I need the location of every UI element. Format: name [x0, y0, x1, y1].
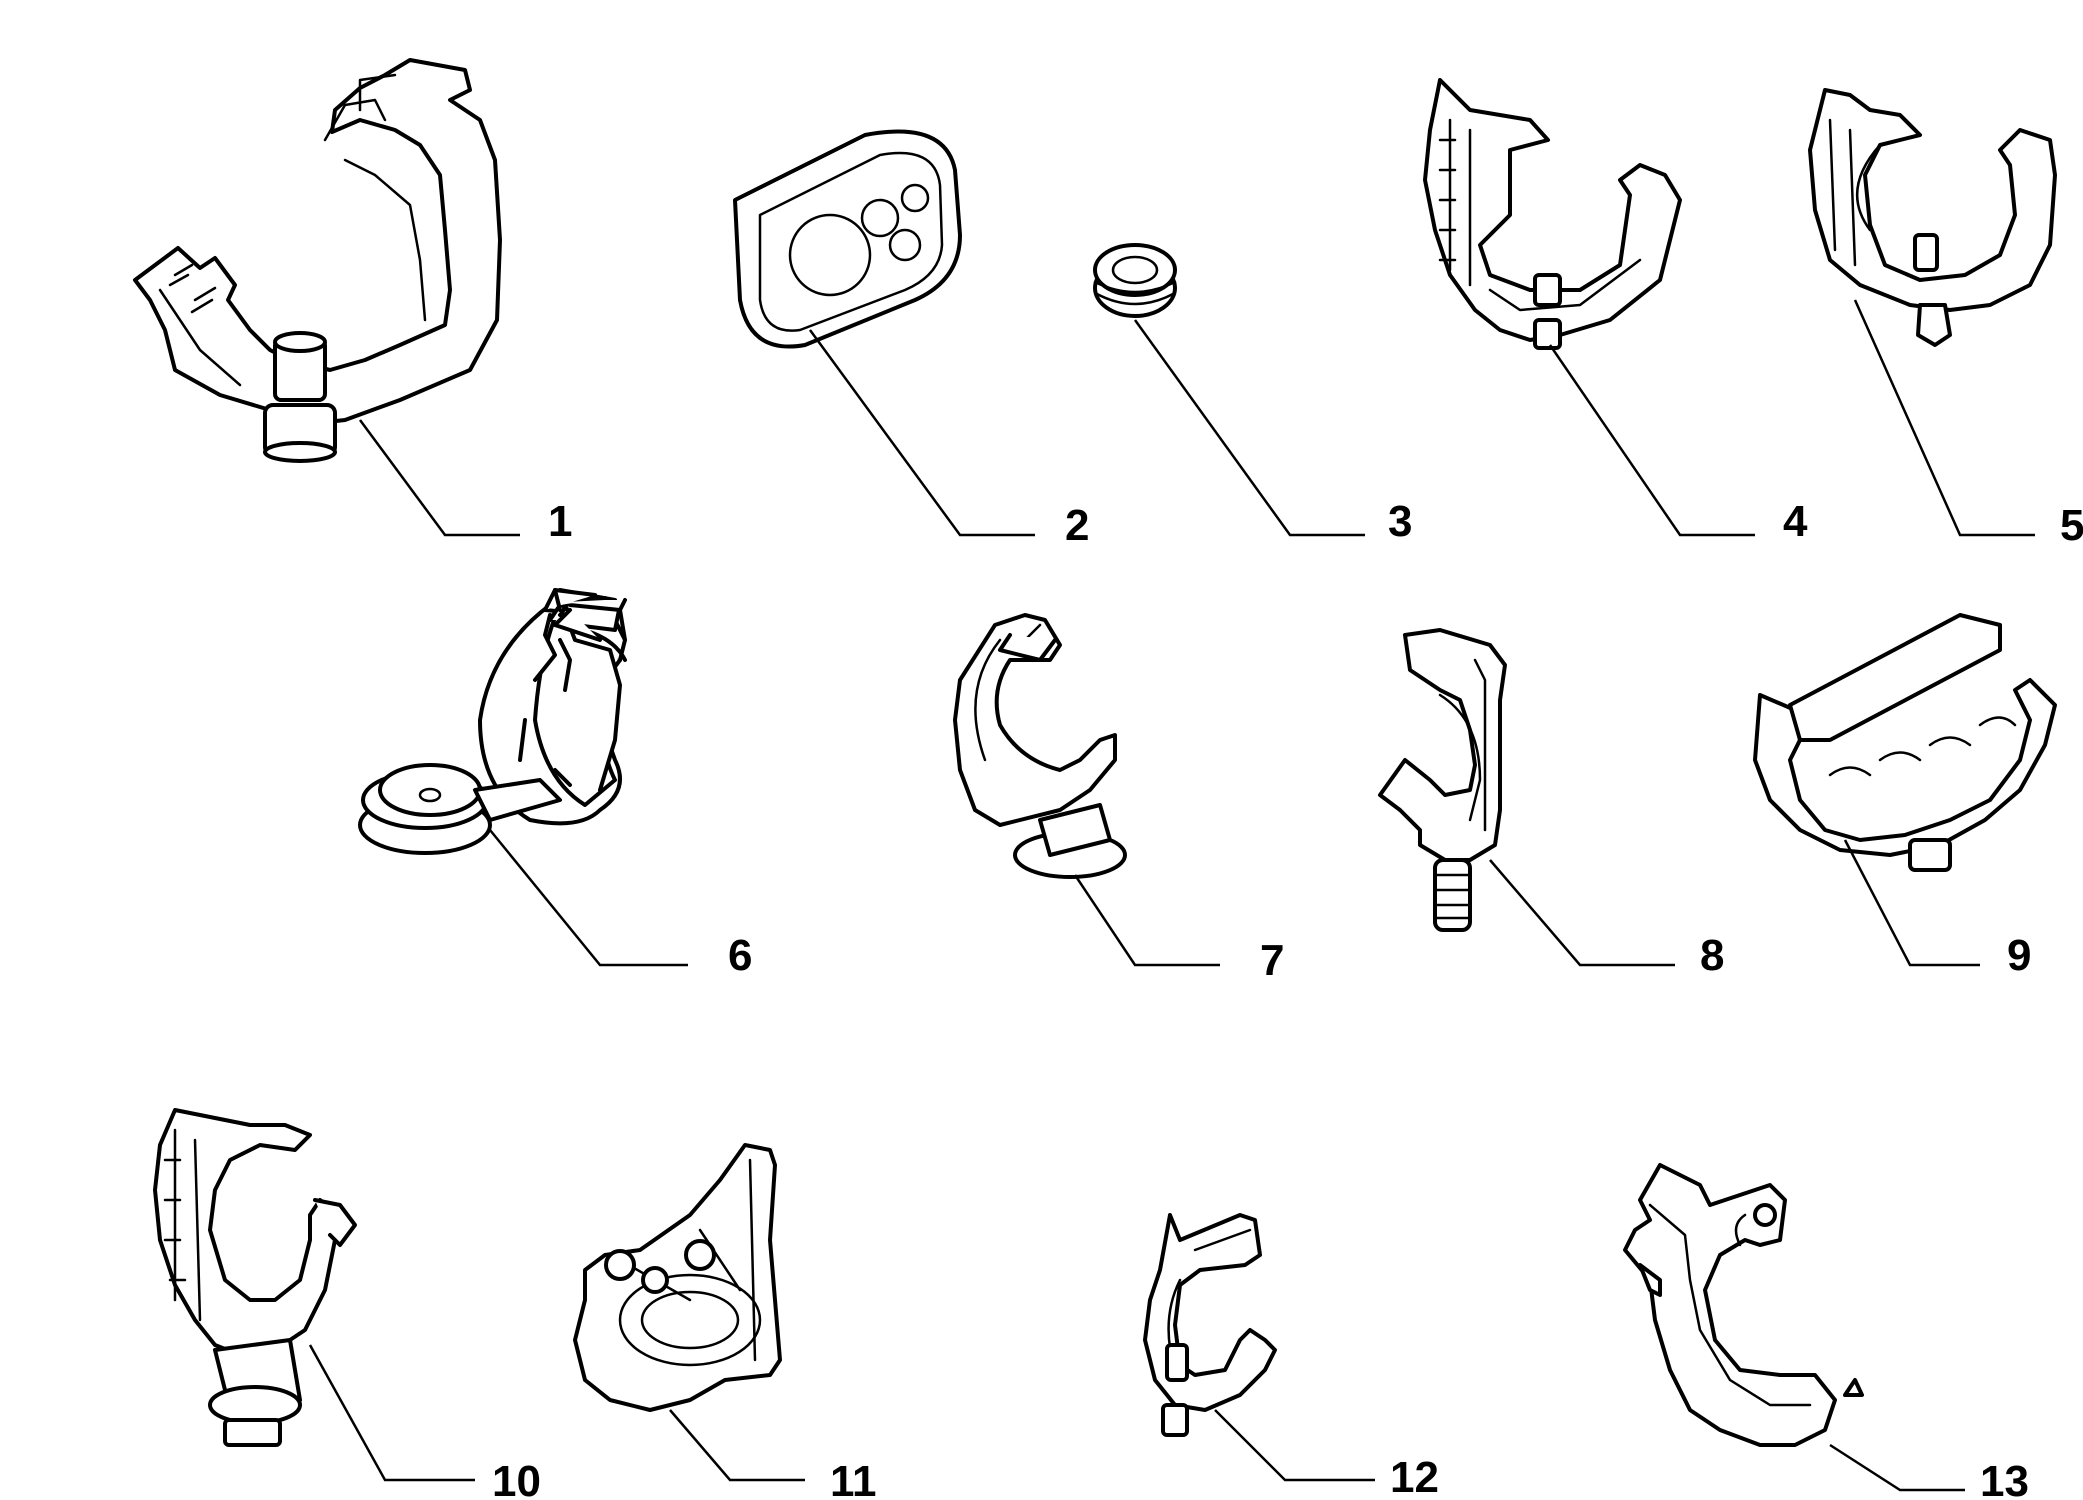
callout-10: 10 [492, 1457, 541, 1500]
callout-2: 2 [1065, 501, 1089, 550]
leader-10 [308, 1344, 475, 1482]
leader-9 [1843, 839, 1980, 967]
callout-labels: 1 2 3 4 5 6 7 8 9 10 11 12 13 [492, 497, 2083, 1500]
callout-6: 6 [728, 931, 752, 980]
part-2-grommet-plate [733, 129, 962, 349]
callout-8: 8 [1700, 931, 1724, 980]
leader-7 [1073, 874, 1220, 967]
callout-11: 11 [830, 1457, 877, 1500]
leader-6 [489, 829, 688, 967]
leader-lines [308, 299, 2035, 1492]
leader-2 [808, 329, 1035, 537]
part-4-ribbed-clip [1423, 78, 1682, 350]
part-8-threaded-stud-clip [1378, 628, 1507, 932]
leader-5 [1853, 299, 2035, 537]
leader-4 [1548, 344, 1755, 537]
part-3-small-grommet [1093, 243, 1177, 318]
leader-11 [669, 1409, 805, 1482]
part-6-round-base-clip [358, 588, 627, 855]
leader-13 [1829, 1443, 1965, 1492]
leader-1 [358, 419, 520, 537]
part-11-round-hole-bracket [573, 1143, 782, 1412]
part-1-bracket-clip [133, 58, 502, 463]
callout-3: 3 [1388, 497, 1412, 546]
callout-12: 12 [1390, 1453, 1439, 1500]
part-5-u-clip [1808, 88, 2057, 347]
callout-9: 9 [2007, 931, 2031, 980]
part-10-large-clip [153, 1108, 357, 1447]
leader-12 [1214, 1409, 1375, 1482]
callout-7: 7 [1260, 936, 1284, 985]
leader-8 [1489, 859, 1675, 967]
callout-4: 4 [1783, 497, 1808, 546]
part-12-small-clip [1143, 1213, 1277, 1437]
part-7-metal-clip [953, 613, 1127, 879]
part-9-multi-channel-holder [1753, 613, 2057, 872]
part-13-curved-clip [1623, 1163, 1864, 1447]
callout-1: 1 [548, 497, 572, 546]
leader-3 [1133, 319, 1365, 537]
callout-5: 5 [2060, 501, 2083, 550]
callout-13: 13 [1980, 1457, 2029, 1500]
